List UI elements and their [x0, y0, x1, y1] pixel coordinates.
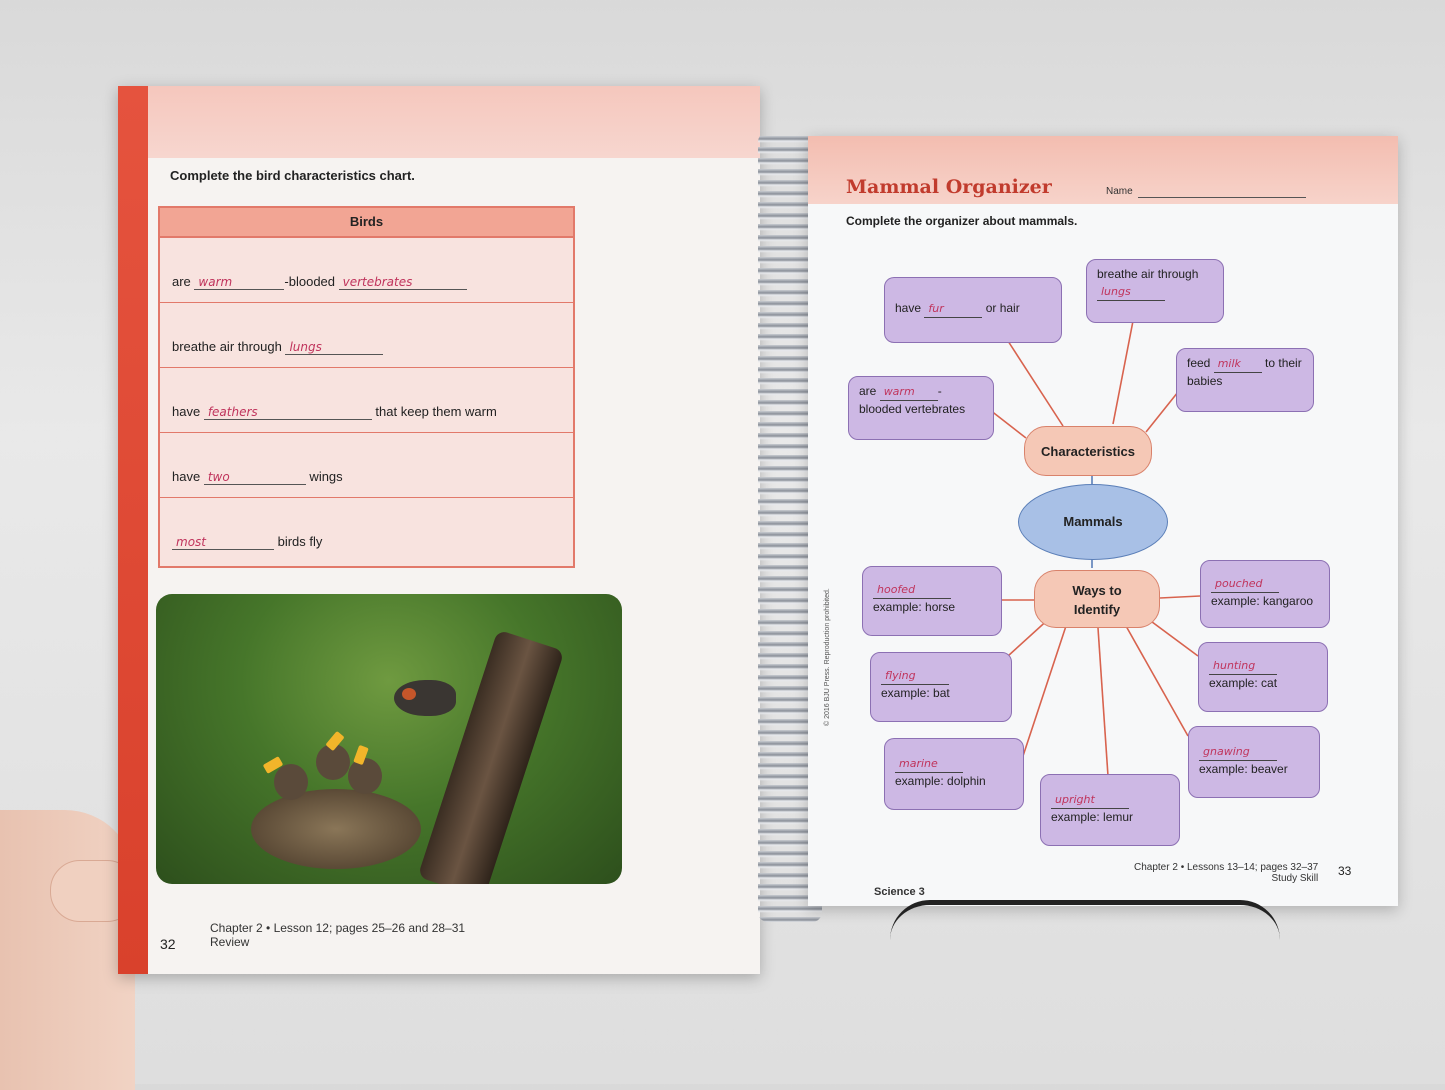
page-title: Mammal Organizer: [846, 176, 1052, 198]
answer-blank[interactable]: most: [172, 535, 274, 550]
row-text: are: [172, 274, 195, 289]
left-footer: Chapter 2 • Lesson 12; pages 25–26 and 2…: [160, 921, 465, 949]
box-text: breathe air through: [1097, 267, 1199, 281]
answer-blank[interactable]: vertebrates: [338, 275, 467, 290]
identify-box-upright: upright example: lemur: [1040, 774, 1180, 846]
example-text: example: dolphin: [895, 774, 986, 788]
tree-trunk: [417, 629, 565, 884]
row-text: birds fly: [274, 534, 323, 549]
mammals-center: Mammals: [1018, 484, 1168, 560]
table-header: Birds: [160, 208, 573, 238]
row-text: -blooded: [284, 274, 339, 289]
box-text: are: [859, 384, 880, 398]
table-row: most birds fly: [160, 498, 573, 562]
right-footer: Chapter 2 • Lessons 13–14; pages 32–37 S…: [1134, 862, 1318, 884]
characteristic-box-lungs: breathe air through lungs: [1086, 259, 1224, 323]
footer-chapter: Chapter 2 • Lessons 13–14; pages 32–37: [1134, 862, 1319, 873]
row-text: breathe air through: [172, 339, 286, 354]
table-row: have feathers that keep them warm: [160, 368, 573, 433]
box-text: or hair: [982, 301, 1020, 315]
row-text: that keep them warm: [371, 404, 497, 419]
answer-blank[interactable]: fur: [924, 300, 983, 318]
identify-box-marine: marine example: dolphin: [884, 738, 1024, 810]
copyright-notice: © 2016 BJU Press. Reproduction prohibite…: [824, 588, 831, 726]
ways-to-identify-hub: Ways to Identify: [1034, 570, 1160, 628]
example-text: example: lemur: [1051, 810, 1134, 824]
box-text: to their babies: [1187, 356, 1302, 388]
answer-blank[interactable]: hunting: [1209, 657, 1277, 675]
answer-blank[interactable]: milk: [1213, 355, 1262, 373]
chick: [274, 764, 308, 800]
footer-section: Review: [210, 935, 250, 949]
name-label: Name: [1106, 186, 1133, 197]
row-text: wings: [305, 469, 343, 484]
example-text: example: beaver: [1199, 762, 1288, 776]
page-number: 33: [1338, 864, 1352, 878]
table-row: breathe air through lungs: [160, 303, 573, 368]
book-name: Science 3: [874, 886, 925, 898]
bird-cheek: [402, 688, 416, 700]
example-text: example: kangaroo: [1211, 594, 1314, 608]
answer-blank[interactable]: marine: [895, 755, 963, 773]
footer-chapter: Chapter 2 • Lesson 12; pages 25–26 and 2…: [210, 921, 466, 935]
bird-characteristics-table: Birds are warm-blooded vertebrates breat…: [158, 206, 575, 568]
hand: [0, 810, 135, 1090]
answer-blank[interactable]: lungs: [285, 340, 384, 355]
page-number: 32: [160, 936, 176, 952]
identify-box-pouched: pouched example: kangaroo: [1200, 560, 1330, 628]
answer-blank[interactable]: flying: [881, 667, 949, 685]
identify-box-hunting: hunting example: cat: [1198, 642, 1328, 712]
left-header-band: [148, 86, 760, 158]
row-text: have: [172, 469, 204, 484]
identify-box-flying: flying example: bat: [870, 652, 1012, 722]
answer-blank[interactable]: feathers: [203, 405, 372, 420]
example-text: example: cat: [1209, 676, 1278, 690]
box-text: - blooded vertebrates: [859, 384, 966, 416]
characteristic-box-warm: are warm- blooded vertebrates: [848, 376, 994, 440]
answer-blank[interactable]: pouched: [1211, 575, 1279, 593]
chick: [348, 758, 382, 794]
book-stand: [890, 900, 1280, 945]
box-text: feed: [1187, 356, 1214, 370]
right-page: Mammal Organizer Name Complete the organ…: [808, 136, 1398, 906]
characteristic-box-milk: feed milk to their babies: [1176, 348, 1314, 412]
example-text: example: bat: [881, 686, 950, 700]
identify-box-gnawing: gnawing example: beaver: [1188, 726, 1320, 798]
right-header-band: [808, 136, 1398, 204]
answer-blank[interactable]: upright: [1051, 791, 1129, 809]
name-field[interactable]: [1138, 197, 1306, 198]
table-row: are warm-blooded vertebrates: [160, 238, 573, 303]
adult-bird: [394, 680, 456, 716]
characteristic-box-fur: have fur or hair: [884, 277, 1062, 343]
table-row: have two wings: [160, 433, 573, 498]
answer-blank[interactable]: warm: [194, 275, 285, 290]
identify-box-hoofed: hoofed example: horse: [862, 566, 1002, 636]
answer-blank[interactable]: two: [203, 470, 306, 485]
example-text: example: horse: [873, 600, 956, 614]
characteristics-hub: Characteristics: [1024, 426, 1152, 476]
bird-chart-instruction: Complete the bird characteristics chart.: [170, 168, 415, 183]
nest: [251, 789, 421, 869]
footer-section: Study Skill: [1271, 873, 1319, 884]
left-page: Complete the bird characteristics chart.…: [118, 86, 760, 974]
answer-blank[interactable]: gnawing: [1199, 743, 1277, 761]
answer-blank[interactable]: lungs: [1097, 283, 1165, 301]
answer-blank[interactable]: hoofed: [873, 581, 951, 599]
bird-nest-photo: [156, 594, 622, 884]
organizer-instruction: Complete the organizer about mammals.: [846, 214, 1078, 228]
row-text: have: [172, 404, 204, 419]
answer-blank[interactable]: warm: [879, 383, 938, 401]
left-color-band: [118, 86, 148, 974]
box-text: have: [895, 301, 925, 315]
